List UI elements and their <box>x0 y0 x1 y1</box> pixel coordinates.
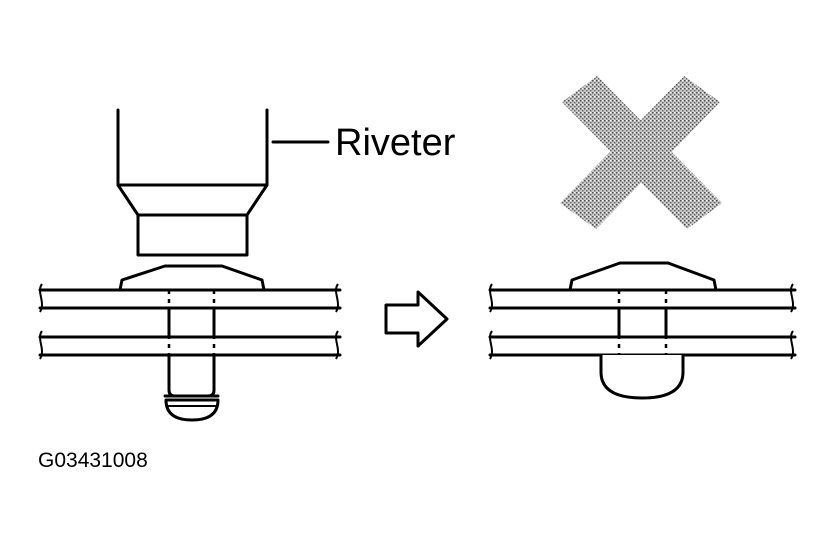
riveter-tool <box>116 108 269 257</box>
riveter-label: Riveter <box>335 122 456 164</box>
rivet-head-right <box>568 261 718 292</box>
rivet-shank-left <box>163 290 220 398</box>
rivet-shank-right <box>617 290 668 358</box>
rivet-end-unset <box>164 398 220 422</box>
figure-id: G03431008 <box>38 449 148 472</box>
rivet-head-left <box>118 264 266 292</box>
x-mark-icon <box>560 76 722 229</box>
right-plates <box>488 283 797 360</box>
right-arrow-icon <box>384 290 449 348</box>
left-plates <box>38 283 342 360</box>
rivet-end-set <box>599 355 685 400</box>
